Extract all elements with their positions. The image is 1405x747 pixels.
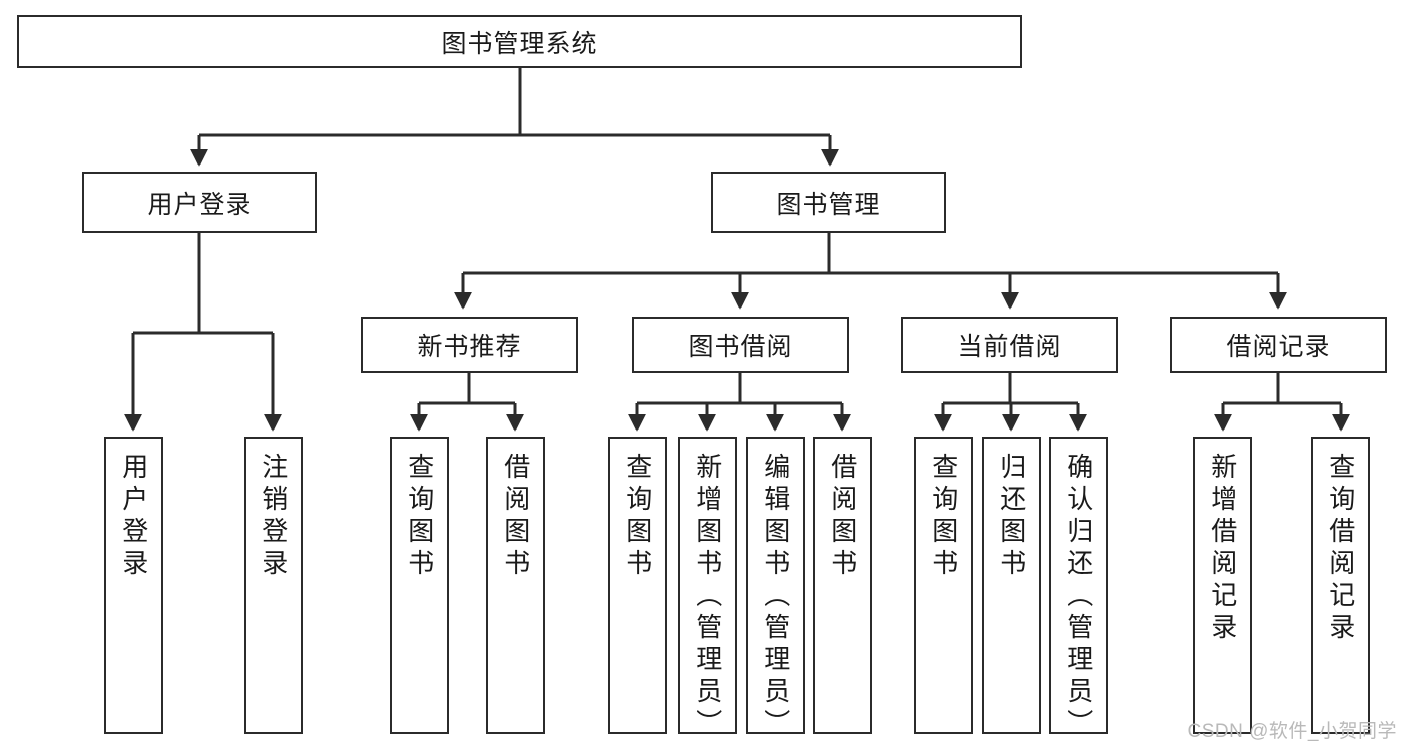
node-label: 借阅图书 (500, 453, 531, 581)
node-book-borrow[interactable]: 图书借阅 (632, 317, 849, 373)
node-leaf-current-borrow-confirm-return[interactable]: 确认归还（管理员） (1049, 437, 1108, 741)
node-leaf-current-borrow-return[interactable]: 归还图书 (982, 437, 1041, 734)
node-leaf-book-borrow-query[interactable]: 查询图书 (608, 437, 667, 734)
node-label: 用户登录 (147, 190, 252, 219)
node-borrow-record[interactable]: 借阅记录 (1170, 317, 1387, 373)
node-current-borrow[interactable]: 当前借阅 (901, 317, 1118, 373)
node-book-management[interactable]: 图书管理 (711, 172, 946, 233)
node-leaf-user-login-signin[interactable]: 用户登录 (104, 437, 163, 734)
node-leaf-book-borrow-borrow[interactable]: 借阅图书 (813, 437, 872, 734)
node-leaf-new-book-borrow[interactable]: 借阅图书 (486, 437, 545, 734)
node-label: 查询图书 (404, 453, 435, 581)
node-leaf-borrow-record-add[interactable]: 新增借阅记录 (1193, 437, 1252, 734)
node-label: 查询图书 (928, 453, 959, 581)
node-label: 归还图书 (996, 453, 1027, 581)
node-label: 新增图书（管理员） (692, 453, 723, 741)
node-leaf-book-borrow-edit[interactable]: 编辑图书（管理员） (746, 437, 805, 741)
node-label: 图书管理 (776, 190, 881, 219)
node-label: 借阅记录 (1226, 333, 1331, 361)
node-leaf-current-borrow-query[interactable]: 查询图书 (914, 437, 973, 734)
node-label: 图书管理系统 (441, 29, 598, 58)
node-label: 注销登录 (258, 453, 289, 581)
node-leaf-new-book-query[interactable]: 查询图书 (390, 437, 449, 734)
node-label: 查询借阅记录 (1325, 453, 1356, 645)
node-label: 图书借阅 (688, 333, 793, 361)
node-label: 借阅图书 (827, 453, 858, 581)
node-label: 新增借阅记录 (1207, 453, 1238, 645)
node-label: 当前借阅 (957, 333, 1062, 361)
node-leaf-user-login-signout[interactable]: 注销登录 (244, 437, 303, 734)
node-root-book-management-system[interactable]: 图书管理系统 (17, 15, 1022, 68)
node-label: 用户登录 (118, 453, 149, 581)
node-label: 查询图书 (622, 453, 653, 581)
node-leaf-borrow-record-query[interactable]: 查询借阅记录 (1311, 437, 1370, 734)
node-new-book-recommend[interactable]: 新书推荐 (361, 317, 578, 373)
node-label: 新书推荐 (417, 333, 522, 361)
watermark-text: CSDN @软件_小贺同学 (1187, 721, 1397, 742)
node-user-login[interactable]: 用户登录 (82, 172, 317, 233)
node-label: 编辑图书（管理员） (760, 453, 791, 741)
node-leaf-book-borrow-add[interactable]: 新增图书（管理员） (678, 437, 737, 741)
node-label: 确认归还（管理员） (1063, 453, 1094, 741)
